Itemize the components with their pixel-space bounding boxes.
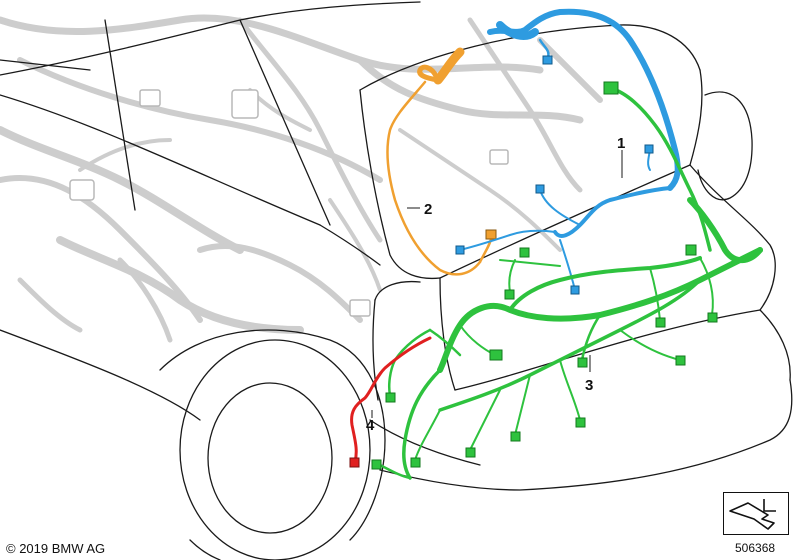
harness-2-connector xyxy=(485,229,497,240)
callout-1: 1 xyxy=(617,135,625,152)
callout-2: 2 xyxy=(424,201,432,218)
callout-3: 3 xyxy=(585,377,593,394)
view-navigation-icon xyxy=(729,499,776,530)
harness-3-green xyxy=(378,86,763,480)
view-navigation-button[interactable] xyxy=(723,492,789,535)
callout-leaders xyxy=(371,150,623,418)
background-connectors xyxy=(69,89,509,317)
copyright-text: © 2019 BMW AG xyxy=(6,541,106,556)
diagram-reference-number: 506368 xyxy=(735,541,776,555)
harness-1-connectors xyxy=(455,55,654,295)
harness-4-connector xyxy=(349,457,360,468)
harness-2-orange xyxy=(386,47,494,276)
harness-4-red xyxy=(350,336,432,464)
harness-3-connectors xyxy=(371,81,718,470)
harness-1-blue xyxy=(459,8,681,291)
callout-4: 4 xyxy=(366,417,375,434)
